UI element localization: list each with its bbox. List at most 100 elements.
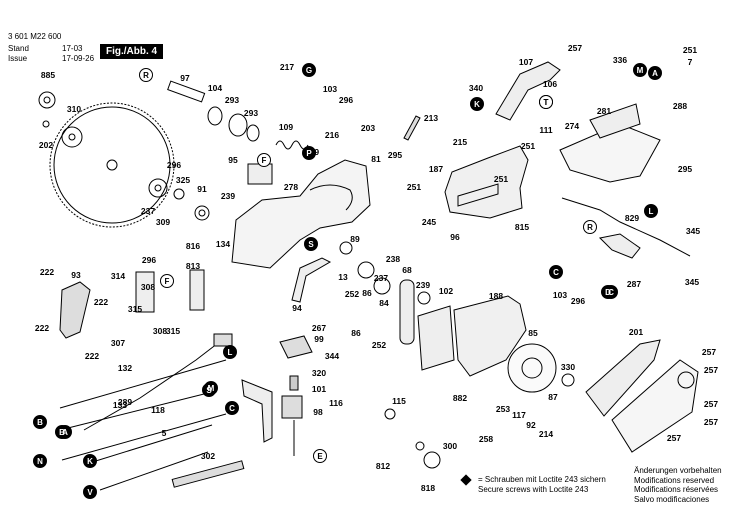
- part-number: 3 601 M22 600: [8, 32, 62, 41]
- letter-marker-label: C: [608, 288, 614, 297]
- part-callout: 330: [561, 362, 575, 372]
- part-callout: 258: [479, 434, 493, 444]
- part-callout: 98: [313, 407, 323, 417]
- part-callout: 293: [244, 108, 258, 118]
- part-callout: 307: [111, 338, 125, 348]
- letter-marker-label: N: [37, 457, 43, 466]
- note-line: Modifications reserved: [634, 475, 715, 485]
- part-callout: 222: [85, 351, 99, 361]
- part-callout: 245: [422, 217, 436, 227]
- part-callout: 216: [325, 130, 339, 140]
- part-callout: 345: [686, 226, 700, 236]
- part-callout: 253: [496, 404, 510, 414]
- part-callout: 257: [704, 399, 718, 409]
- part-callout: 336: [613, 55, 627, 65]
- part-callout: 81: [371, 154, 381, 164]
- part-callout: 257: [704, 365, 718, 375]
- part-callout: 117: [512, 410, 526, 420]
- letter-marker: [223, 345, 237, 359]
- letter-marker: [139, 68, 153, 82]
- letter-marker-label: M: [208, 384, 215, 393]
- part-callout: 215: [453, 137, 467, 147]
- part-callout: 13: [338, 272, 348, 282]
- part-callout: 310: [67, 104, 81, 114]
- part-callout: 104: [208, 83, 222, 93]
- letter-marker: [304, 237, 318, 251]
- letter-marker-label: L: [228, 348, 233, 357]
- part-callout: 203: [361, 123, 375, 133]
- part-callout: 201: [629, 327, 643, 337]
- part-callout: 308: [153, 326, 167, 336]
- part-callout: 133: [113, 400, 127, 410]
- letter-marker: [583, 220, 597, 234]
- part-callout: 86: [362, 288, 372, 298]
- letter-marker-label: S: [308, 240, 314, 249]
- part-callout: 296: [339, 95, 353, 105]
- letter-marker-label: R: [587, 223, 593, 232]
- letter-marker: [33, 454, 47, 468]
- part-callout: 5: [162, 428, 167, 438]
- part-callout: 84: [379, 298, 389, 308]
- letter-marker: [83, 485, 97, 499]
- part-callout: 816: [186, 241, 200, 251]
- part-callout: 885: [41, 70, 55, 80]
- letter-marker-label: T: [544, 98, 549, 107]
- part-callout: 267: [312, 323, 326, 333]
- part-callout: 813: [186, 261, 200, 271]
- part-callout: 109: [305, 147, 319, 157]
- letter-marker: [648, 66, 662, 80]
- part-callout: 222: [35, 323, 49, 333]
- part-callout: 214: [539, 429, 553, 439]
- part-callout: 101: [312, 384, 326, 394]
- part-callout: 287: [627, 279, 641, 289]
- letter-marker: [225, 401, 239, 415]
- letter-marker: [160, 274, 174, 288]
- letter-marker-label: C: [229, 404, 235, 413]
- letter-marker: [83, 454, 97, 468]
- part-callout: 257: [704, 417, 718, 427]
- part-callout: 278: [284, 182, 298, 192]
- letter-marker-label: T: [544, 98, 549, 107]
- part-callout: 89: [350, 234, 360, 244]
- part-callout: 95: [228, 155, 238, 165]
- part-callout: 257: [702, 347, 716, 357]
- part-callout: 344: [325, 351, 339, 361]
- part-callout: 295: [678, 164, 692, 174]
- part-callout: 251: [494, 174, 508, 184]
- part-callout: 99: [314, 334, 324, 344]
- part-callout: 237: [141, 206, 155, 216]
- part-callout: 107: [519, 57, 533, 67]
- letter-marker-label: K: [87, 457, 93, 466]
- legend-text-en: Secure screws with Loctite 243: [478, 485, 589, 494]
- part-callout: 300: [443, 441, 457, 451]
- letter-marker-label: R: [143, 71, 149, 80]
- part-callout: 818: [421, 483, 435, 493]
- part-callout: 118: [151, 405, 165, 415]
- part-callout: 251: [407, 182, 421, 192]
- part-callout: 187: [429, 164, 443, 174]
- part-callout: 238: [386, 254, 400, 264]
- part-callout: 237: [374, 273, 388, 283]
- part-callout: 188: [489, 291, 503, 301]
- part-callout: 320: [312, 368, 326, 378]
- part-callout: 281: [597, 106, 611, 116]
- part-callout: 257: [667, 433, 681, 443]
- diamond-icon: [460, 474, 472, 486]
- part-callout: 102: [439, 286, 453, 296]
- letter-marker-label: D: [605, 288, 611, 297]
- issue-value: 17-09-26: [62, 54, 95, 63]
- letter-marker-label: L: [649, 207, 654, 216]
- part-callout: 274: [565, 121, 579, 131]
- letter-marker-label: E: [317, 452, 323, 461]
- letter-marker-label: C: [553, 268, 559, 277]
- part-callout: 252: [345, 289, 359, 299]
- part-callout: 325: [176, 175, 190, 185]
- part-callout: 97: [180, 73, 190, 83]
- letter-marker-label: B: [37, 418, 43, 427]
- part-callout: 296: [571, 296, 585, 306]
- part-callout: 134: [216, 239, 230, 249]
- part-callout: 106: [543, 79, 557, 89]
- part-callout: 314: [111, 271, 125, 281]
- letter-marker-label: B: [59, 428, 65, 437]
